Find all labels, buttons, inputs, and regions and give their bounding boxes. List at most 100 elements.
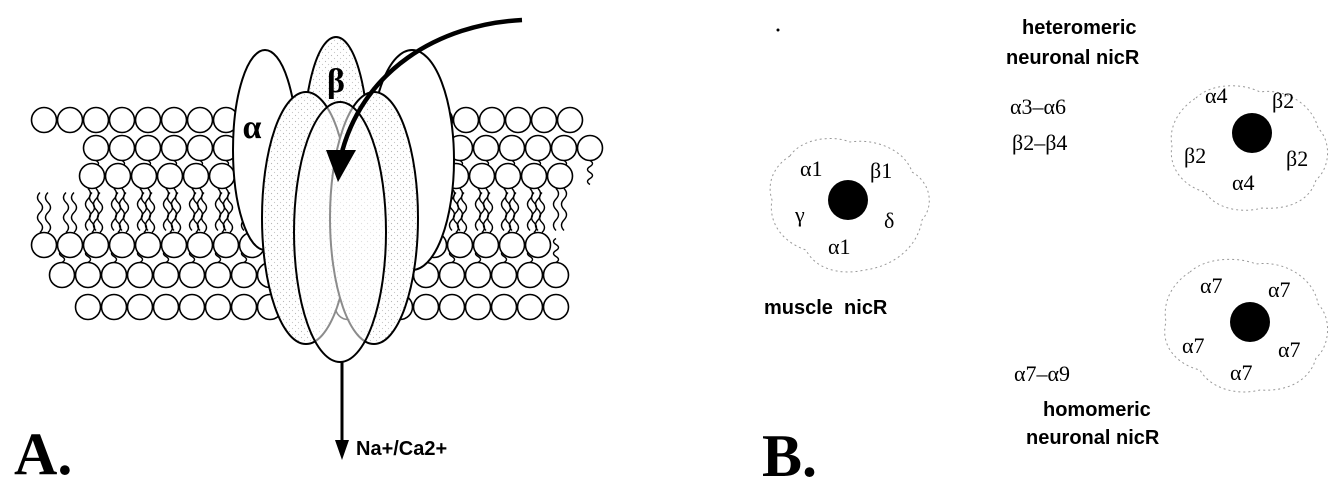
lipid-head bbox=[552, 136, 577, 161]
lipid-head bbox=[544, 295, 569, 320]
heteromeric-alpha-range: α3–α6 bbox=[1010, 94, 1066, 119]
lipid-head bbox=[128, 295, 153, 320]
muscle-receptor: α1 β1 γ δ α1 muscle nicR bbox=[764, 138, 929, 319]
lipid-head bbox=[480, 108, 505, 133]
lipid-head bbox=[158, 164, 183, 189]
heteromeric-subunit-alpha4-top: α4 bbox=[1205, 83, 1228, 108]
panel-a-label: A. bbox=[14, 421, 72, 481]
heteromeric-title-line1: heteromeric bbox=[1022, 17, 1137, 39]
lipid-head bbox=[132, 164, 157, 189]
lipid-head bbox=[232, 263, 257, 288]
subunit-front-center bbox=[294, 102, 386, 362]
lipid-head bbox=[154, 295, 179, 320]
lipid-head bbox=[102, 295, 127, 320]
homomeric-pore bbox=[1230, 302, 1270, 342]
lipid-tail bbox=[112, 189, 125, 231]
homomeric-subunit-alpha7-bottom: α7 bbox=[1230, 360, 1253, 385]
lipid-head bbox=[84, 233, 109, 258]
lipid-head bbox=[500, 233, 525, 258]
heteromeric-beta-range: β2–β4 bbox=[1012, 130, 1067, 155]
homomeric-title-line2: neuronal nicR bbox=[1026, 427, 1160, 449]
muscle-pore bbox=[828, 180, 868, 220]
ion-flow-label: Na+/Ca2+ bbox=[356, 438, 447, 460]
lipid-head bbox=[474, 136, 499, 161]
lipid-tail bbox=[528, 189, 541, 231]
lipid-head bbox=[466, 263, 491, 288]
lipid-head bbox=[548, 164, 573, 189]
lipid-head bbox=[558, 108, 583, 133]
heteromeric-pore bbox=[1232, 113, 1272, 153]
alpha-subunit-label: α bbox=[243, 109, 262, 146]
lipid-tail bbox=[216, 189, 229, 231]
lipid-head bbox=[440, 263, 465, 288]
homomeric-subunit-alpha7-top-right: α7 bbox=[1268, 277, 1291, 302]
lipid-head bbox=[80, 164, 105, 189]
heteromeric-subunit-beta2-top: β2 bbox=[1272, 88, 1294, 113]
lipid-head bbox=[136, 108, 161, 133]
lipid-head bbox=[526, 136, 551, 161]
heteromeric-subunit-beta2-right: β2 bbox=[1286, 146, 1308, 171]
lipid-head bbox=[206, 295, 231, 320]
muscle-subunit-beta1: β1 bbox=[870, 158, 892, 183]
lipid-tail bbox=[476, 189, 489, 231]
lipid-head bbox=[578, 136, 603, 161]
lipid-tail bbox=[554, 189, 567, 231]
lipid-tail bbox=[138, 189, 151, 231]
lipid-head bbox=[32, 108, 57, 133]
lipid-head bbox=[84, 108, 109, 133]
lipid-head bbox=[110, 233, 135, 258]
heteromeric-subunit-beta2-left: β2 bbox=[1184, 143, 1206, 168]
ion-flow-arrowhead bbox=[335, 440, 349, 460]
muscle-subunit-delta: δ bbox=[884, 208, 894, 233]
lipid-head bbox=[496, 164, 521, 189]
lipid-head bbox=[544, 263, 569, 288]
lipid-head bbox=[506, 108, 531, 133]
lipid-head bbox=[128, 263, 153, 288]
muscle-subunit-gamma: γ bbox=[794, 202, 805, 227]
lipid-head bbox=[162, 233, 187, 258]
lipid-head bbox=[454, 108, 479, 133]
lipid-tail bbox=[164, 189, 177, 231]
lipid-head bbox=[162, 108, 187, 133]
lipid-head bbox=[154, 263, 179, 288]
lipid-head bbox=[232, 295, 257, 320]
homomeric-subunit-alpha7-left: α7 bbox=[1182, 333, 1205, 358]
lipid-tail bbox=[38, 193, 51, 233]
lipid-head bbox=[500, 136, 525, 161]
lipid-head bbox=[76, 263, 101, 288]
lipid-head bbox=[162, 136, 187, 161]
lipid-head bbox=[188, 108, 213, 133]
lipid-head bbox=[474, 233, 499, 258]
lipid-head bbox=[58, 233, 83, 258]
lipid-head bbox=[188, 136, 213, 161]
panel-a: α β Na+/Ca2+ A. bbox=[14, 20, 603, 481]
lipid-tail bbox=[64, 193, 77, 233]
panel-b-label: B. bbox=[762, 423, 817, 481]
heteromeric-title-line2: neuronal nicR bbox=[1006, 47, 1140, 69]
lipid-head bbox=[84, 136, 109, 161]
lipid-head bbox=[110, 108, 135, 133]
lipid-head bbox=[32, 233, 57, 258]
muscle-subunit-alpha1-bottom: α1 bbox=[828, 234, 851, 259]
lipid-head bbox=[492, 295, 517, 320]
lipid-head bbox=[180, 263, 205, 288]
lipid-head bbox=[210, 164, 235, 189]
lipid-head bbox=[136, 233, 161, 258]
lipid-tail bbox=[502, 189, 515, 231]
lipid-head bbox=[58, 108, 83, 133]
lipid-head bbox=[448, 233, 473, 258]
beta-subunit-label: β bbox=[327, 63, 345, 100]
lipid-head bbox=[492, 263, 517, 288]
lipid-head bbox=[50, 263, 75, 288]
lipid-head bbox=[518, 295, 543, 320]
heteromeric-receptor: heteromeric neuronal nicR α3–α6 β2–β4 α4… bbox=[1006, 17, 1328, 210]
lipid-head bbox=[110, 136, 135, 161]
lipid-tail bbox=[86, 189, 99, 231]
homomeric-subunit-alpha7-top-left: α7 bbox=[1200, 273, 1223, 298]
lipid-tail bbox=[588, 161, 593, 185]
lipid-head bbox=[466, 295, 491, 320]
muscle-subunit-alpha1-top: α1 bbox=[800, 156, 823, 181]
lipid-head bbox=[440, 295, 465, 320]
lipid-head bbox=[206, 263, 231, 288]
